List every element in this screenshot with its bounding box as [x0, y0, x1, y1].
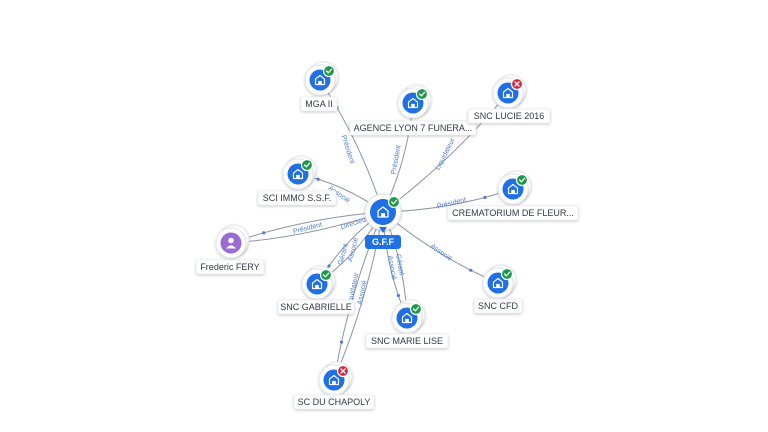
node-label-box [473, 298, 523, 314]
edge-role-label: Gérant [394, 254, 405, 276]
node-label: Frederic FERY [200, 262, 259, 272]
building-icon [314, 74, 326, 86]
building-icon [492, 277, 504, 289]
edge-line [333, 211, 384, 381]
active-status-icon [300, 158, 314, 172]
edge-role-label: Directeur [340, 216, 370, 232]
building-icon [377, 206, 389, 218]
edge-role-label: Associé [429, 243, 453, 263]
node-fred[interactable]: Frederic FERY [195, 224, 265, 275]
center-label-box [365, 235, 401, 249]
active-status-icon [515, 173, 529, 187]
nodes-layer: MGA II AGENCE LYON 7 FUNERA...SNC LUCIE 2… [195, 61, 579, 410]
active-status-icon [409, 302, 423, 316]
edge-arrow [396, 293, 400, 298]
node-marie[interactable]: SNC MARIE LISE [365, 299, 449, 349]
edge-arrow [483, 195, 487, 200]
edge-role-label: Président [391, 145, 403, 175]
node-sci[interactable]: SCI IMMO S.S.F. [257, 155, 337, 206]
node-label-box [349, 120, 477, 136]
active-status-icon [319, 268, 333, 282]
node-label: AGENCE LYON 7 FUNERA... [354, 123, 473, 133]
node-label: SC DU CHAPOLY [298, 397, 371, 407]
building-icon [502, 87, 514, 99]
edge-role-label: Associé [357, 280, 369, 306]
node-label-box [365, 333, 449, 349]
node-label-box [300, 96, 338, 112]
building-icon [507, 183, 519, 195]
node-label: CREMATORIUM DE FLEUR... [452, 208, 574, 218]
edge-role-label: Associé [386, 255, 397, 280]
edge-arrow [316, 177, 320, 181]
node-label-box [293, 394, 375, 410]
building-icon [311, 278, 323, 290]
node-chapoly[interactable]: SC DU CHAPOLY [293, 361, 375, 410]
node-label-box [195, 259, 265, 275]
center-label: G.F.F [372, 237, 395, 247]
node-label-box [447, 205, 579, 221]
node-gabrielle[interactable]: SNC GABRIELLE [277, 265, 355, 315]
edge-arrow [339, 340, 344, 344]
node-mga[interactable]: MGA II [300, 61, 339, 112]
edge-line [333, 211, 384, 381]
building-icon [292, 168, 304, 180]
center-node[interactable]: G.F.F [364, 193, 402, 249]
node-label: SNC CFD [478, 301, 518, 311]
building-icon [401, 312, 413, 324]
edge-role-label: Président [292, 222, 322, 236]
pin-pointer [379, 227, 387, 233]
edge-fred: Président Directeur [230, 211, 384, 244]
edge-role-label: Associé [347, 237, 360, 263]
closed-status-icon [510, 77, 524, 91]
edge-arrow [262, 231, 266, 235]
node-label-box [467, 108, 551, 124]
building-icon [407, 97, 419, 109]
node-label-box [277, 299, 355, 315]
person-icon [226, 237, 236, 249]
node-crema[interactable]: CREMATORIUM DE FLEUR... [447, 170, 579, 221]
node-lucie[interactable]: SNC LUCIE 2016 [467, 74, 551, 124]
active-status-icon [322, 64, 336, 78]
node-label-box [257, 190, 337, 206]
edge-role-label: Liquidateur [435, 137, 457, 172]
active-status-icon [387, 195, 401, 209]
edge-role-label: Président [340, 134, 356, 164]
closed-status-icon [336, 364, 350, 378]
node-label: SNC MARIE LISE [371, 336, 443, 346]
node-cfd[interactable]: SNC CFD [473, 264, 523, 314]
building-icon [328, 374, 340, 386]
node-lyon[interactable]: AGENCE LYON 7 FUNERA... [349, 84, 477, 136]
active-status-icon [500, 267, 514, 281]
edge-arrow [327, 264, 331, 268]
active-status-icon [415, 87, 429, 101]
node-label: SCI IMMO S.S.F. [263, 193, 332, 203]
node-label: MGA II [305, 99, 333, 109]
edge-arrow [469, 268, 473, 272]
node-label: SNC GABRIELLE [280, 302, 352, 312]
node-label: SNC LUCIE 2016 [474, 111, 545, 121]
